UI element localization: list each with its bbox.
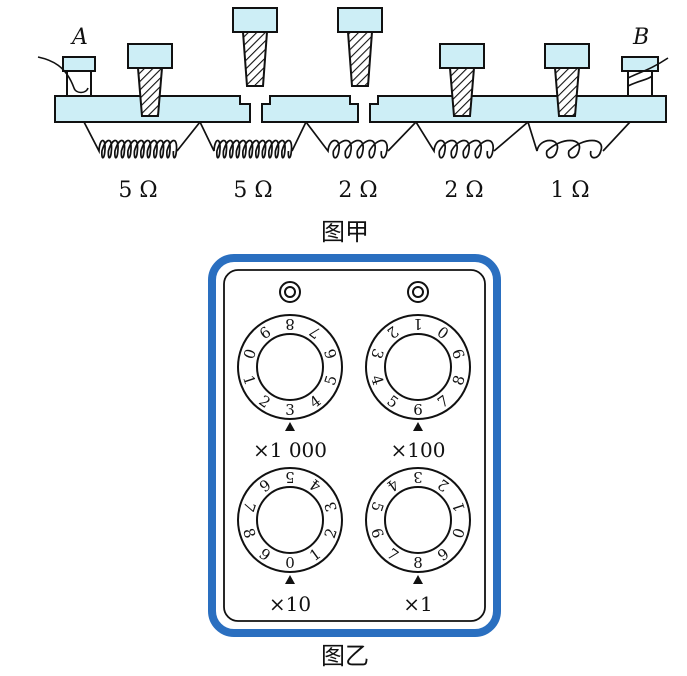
resistor-label: 5 Ω bbox=[118, 178, 157, 203]
knob-icon[interactable] bbox=[279, 281, 301, 303]
plug-icon[interactable] bbox=[439, 43, 485, 117]
pointer-icon bbox=[285, 575, 295, 584]
metal-bars bbox=[54, 95, 667, 123]
resistor-coil bbox=[527, 121, 631, 159]
dial-digit: 8 bbox=[413, 554, 423, 572]
dial-digit: 0 bbox=[285, 554, 295, 572]
resistor-coil bbox=[415, 121, 529, 159]
figure-jia-caption: 图甲 bbox=[321, 218, 369, 246]
resistor-label: 1 Ω bbox=[550, 178, 589, 203]
dial-multiplier-label: ×10 bbox=[269, 592, 311, 616]
resistor-label: 5 Ω bbox=[233, 178, 272, 203]
resistor-coil bbox=[83, 121, 201, 159]
dial-multiplier-label: ×100 bbox=[391, 438, 446, 462]
pointer-icon bbox=[413, 575, 423, 584]
pointer-icon bbox=[413, 422, 423, 431]
plug-icon[interactable] bbox=[232, 7, 278, 87]
terminal-b-label: B bbox=[632, 25, 649, 50]
plug-icon[interactable] bbox=[127, 43, 173, 117]
dial-digit: 3 bbox=[285, 401, 295, 419]
plug-icon[interactable] bbox=[544, 43, 590, 117]
dial-multiplier-label: ×1 000 bbox=[253, 438, 327, 462]
dial-digit: 8 bbox=[285, 315, 295, 333]
dial-inner-ring bbox=[256, 333, 324, 401]
dial-inner-ring bbox=[256, 486, 324, 554]
resistor-coil bbox=[199, 121, 307, 159]
resistor-coils bbox=[83, 121, 631, 159]
terminal-b[interactable] bbox=[621, 56, 669, 97]
metal-bar-right bbox=[369, 95, 667, 123]
resistor-label: 2 Ω bbox=[444, 178, 483, 203]
resistor-coil bbox=[305, 121, 417, 159]
dial-digit: 3 bbox=[413, 468, 423, 486]
dial-inner-ring bbox=[384, 486, 452, 554]
dial-digit: 1 bbox=[413, 315, 423, 333]
knob-icon[interactable] bbox=[407, 281, 429, 303]
resistor-labels: 5 Ω 5 Ω 2 Ω 2 Ω 1 Ω bbox=[118, 178, 589, 203]
plug-icon[interactable] bbox=[337, 7, 383, 87]
dial-inner-ring bbox=[384, 333, 452, 401]
figure-yi-caption: 图乙 bbox=[321, 642, 369, 670]
terminal-a-label: A bbox=[70, 25, 88, 50]
panel-inner-border bbox=[223, 269, 486, 622]
dial-multiplier-label: ×1 bbox=[403, 592, 432, 616]
figure-jia: A B bbox=[37, 7, 669, 246]
terminal-a[interactable] bbox=[37, 56, 96, 97]
dial-digit: 6 bbox=[413, 401, 423, 419]
pointer-icon bbox=[285, 422, 295, 431]
resistor-label: 2 Ω bbox=[338, 178, 377, 203]
metal-bar-middle bbox=[261, 95, 359, 123]
dial-digit: 5 bbox=[285, 468, 295, 486]
